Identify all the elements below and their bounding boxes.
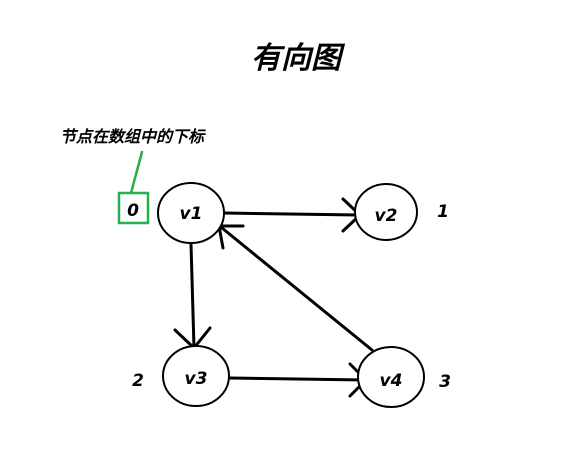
node-v4: v4 bbox=[357, 346, 425, 408]
node-v1-label: v1 bbox=[180, 204, 203, 224]
edge-v4-v1 bbox=[220, 226, 374, 352]
annotation-pointer-line bbox=[129, 150, 144, 195]
edges bbox=[173, 197, 374, 398]
index-highlight-box bbox=[117, 191, 150, 225]
node-v4-circle bbox=[357, 346, 425, 408]
index-label-v4: 3 bbox=[439, 372, 451, 392]
node-v1-circle bbox=[157, 182, 225, 244]
node-v2-circle bbox=[354, 183, 418, 241]
node-v3: v3 bbox=[162, 345, 230, 407]
edge-v3-v4 bbox=[227, 376, 367, 382]
diagram-title: 有向图 bbox=[251, 41, 346, 76]
node-v2-label: v2 bbox=[375, 206, 398, 226]
index-label-v2: 1 bbox=[437, 202, 449, 222]
node-v3-circle bbox=[162, 345, 230, 407]
index-label-v3: 2 bbox=[132, 371, 144, 391]
node-v3-label: v3 bbox=[185, 369, 208, 389]
edge-v1-v2 bbox=[222, 211, 360, 217]
index-annotation: 节点在数组中的下标 bbox=[60, 127, 206, 146]
node-v4-label: v4 bbox=[380, 371, 403, 391]
node-v1: v1 bbox=[157, 182, 225, 244]
index-label-v1: 0 bbox=[127, 201, 139, 221]
node-v2: v2 bbox=[354, 183, 418, 241]
edge-v1-v3 bbox=[189, 242, 196, 350]
